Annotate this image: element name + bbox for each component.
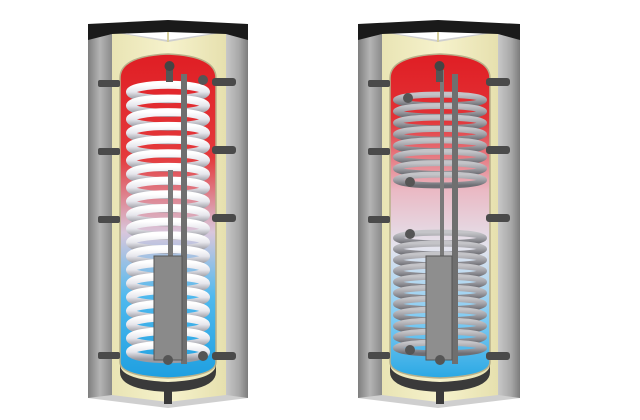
cold-inlet-left	[163, 355, 173, 365]
upper-coil-inlet	[403, 93, 413, 103]
coil-outlet-left	[198, 351, 208, 361]
tank-casing-left-panel	[88, 28, 112, 398]
port-left-3	[368, 216, 390, 223]
port-right-3	[486, 214, 510, 222]
tank-casing-right-panel	[498, 28, 520, 398]
port-left-4	[368, 352, 390, 359]
outlet-cap	[164, 61, 175, 71]
outlet-cap	[434, 61, 445, 71]
port-right-1	[212, 78, 236, 86]
port-right-2	[486, 146, 510, 154]
left-ports	[368, 80, 390, 359]
lower-coil-inlet	[405, 229, 415, 239]
tank-base	[390, 364, 490, 392]
coil-inlet-left	[198, 75, 208, 85]
tank-base	[120, 364, 216, 392]
hot-water-outlet	[166, 64, 173, 82]
tank-top-cap	[358, 20, 520, 40]
port-left-1	[368, 80, 390, 87]
electric-heater-element	[425, 255, 453, 361]
right-ports	[486, 78, 510, 360]
tank-single-coil	[88, 20, 248, 408]
cold-inlet	[435, 355, 445, 365]
port-right-2	[212, 146, 236, 154]
port-left-1	[98, 80, 120, 87]
electric-heater-element	[153, 255, 183, 361]
port-right-4	[212, 352, 236, 360]
tank-foot	[436, 390, 444, 404]
tank-twin-coil	[358, 20, 520, 408]
right-ports	[212, 78, 236, 360]
tank-top-cap	[88, 20, 248, 40]
port-left-2	[98, 148, 120, 155]
port-right-3	[212, 214, 236, 222]
port-right-4	[486, 352, 510, 360]
port-left-3	[98, 216, 120, 223]
left-ports	[98, 80, 120, 359]
coil-return-pipe	[452, 74, 458, 364]
upper-coil-outlet	[405, 177, 415, 187]
tank-casing-left-panel	[358, 28, 382, 398]
hot-water-outlet	[436, 64, 443, 82]
tank-casing-right-panel	[226, 28, 248, 398]
tank-foot	[164, 390, 172, 404]
port-left-4	[98, 352, 120, 359]
sensor-pipe	[440, 70, 444, 360]
coil-return-pipe	[181, 74, 187, 364]
port-left-2	[368, 148, 390, 155]
lower-coil-outlet	[405, 345, 415, 355]
port-right-1	[486, 78, 510, 86]
